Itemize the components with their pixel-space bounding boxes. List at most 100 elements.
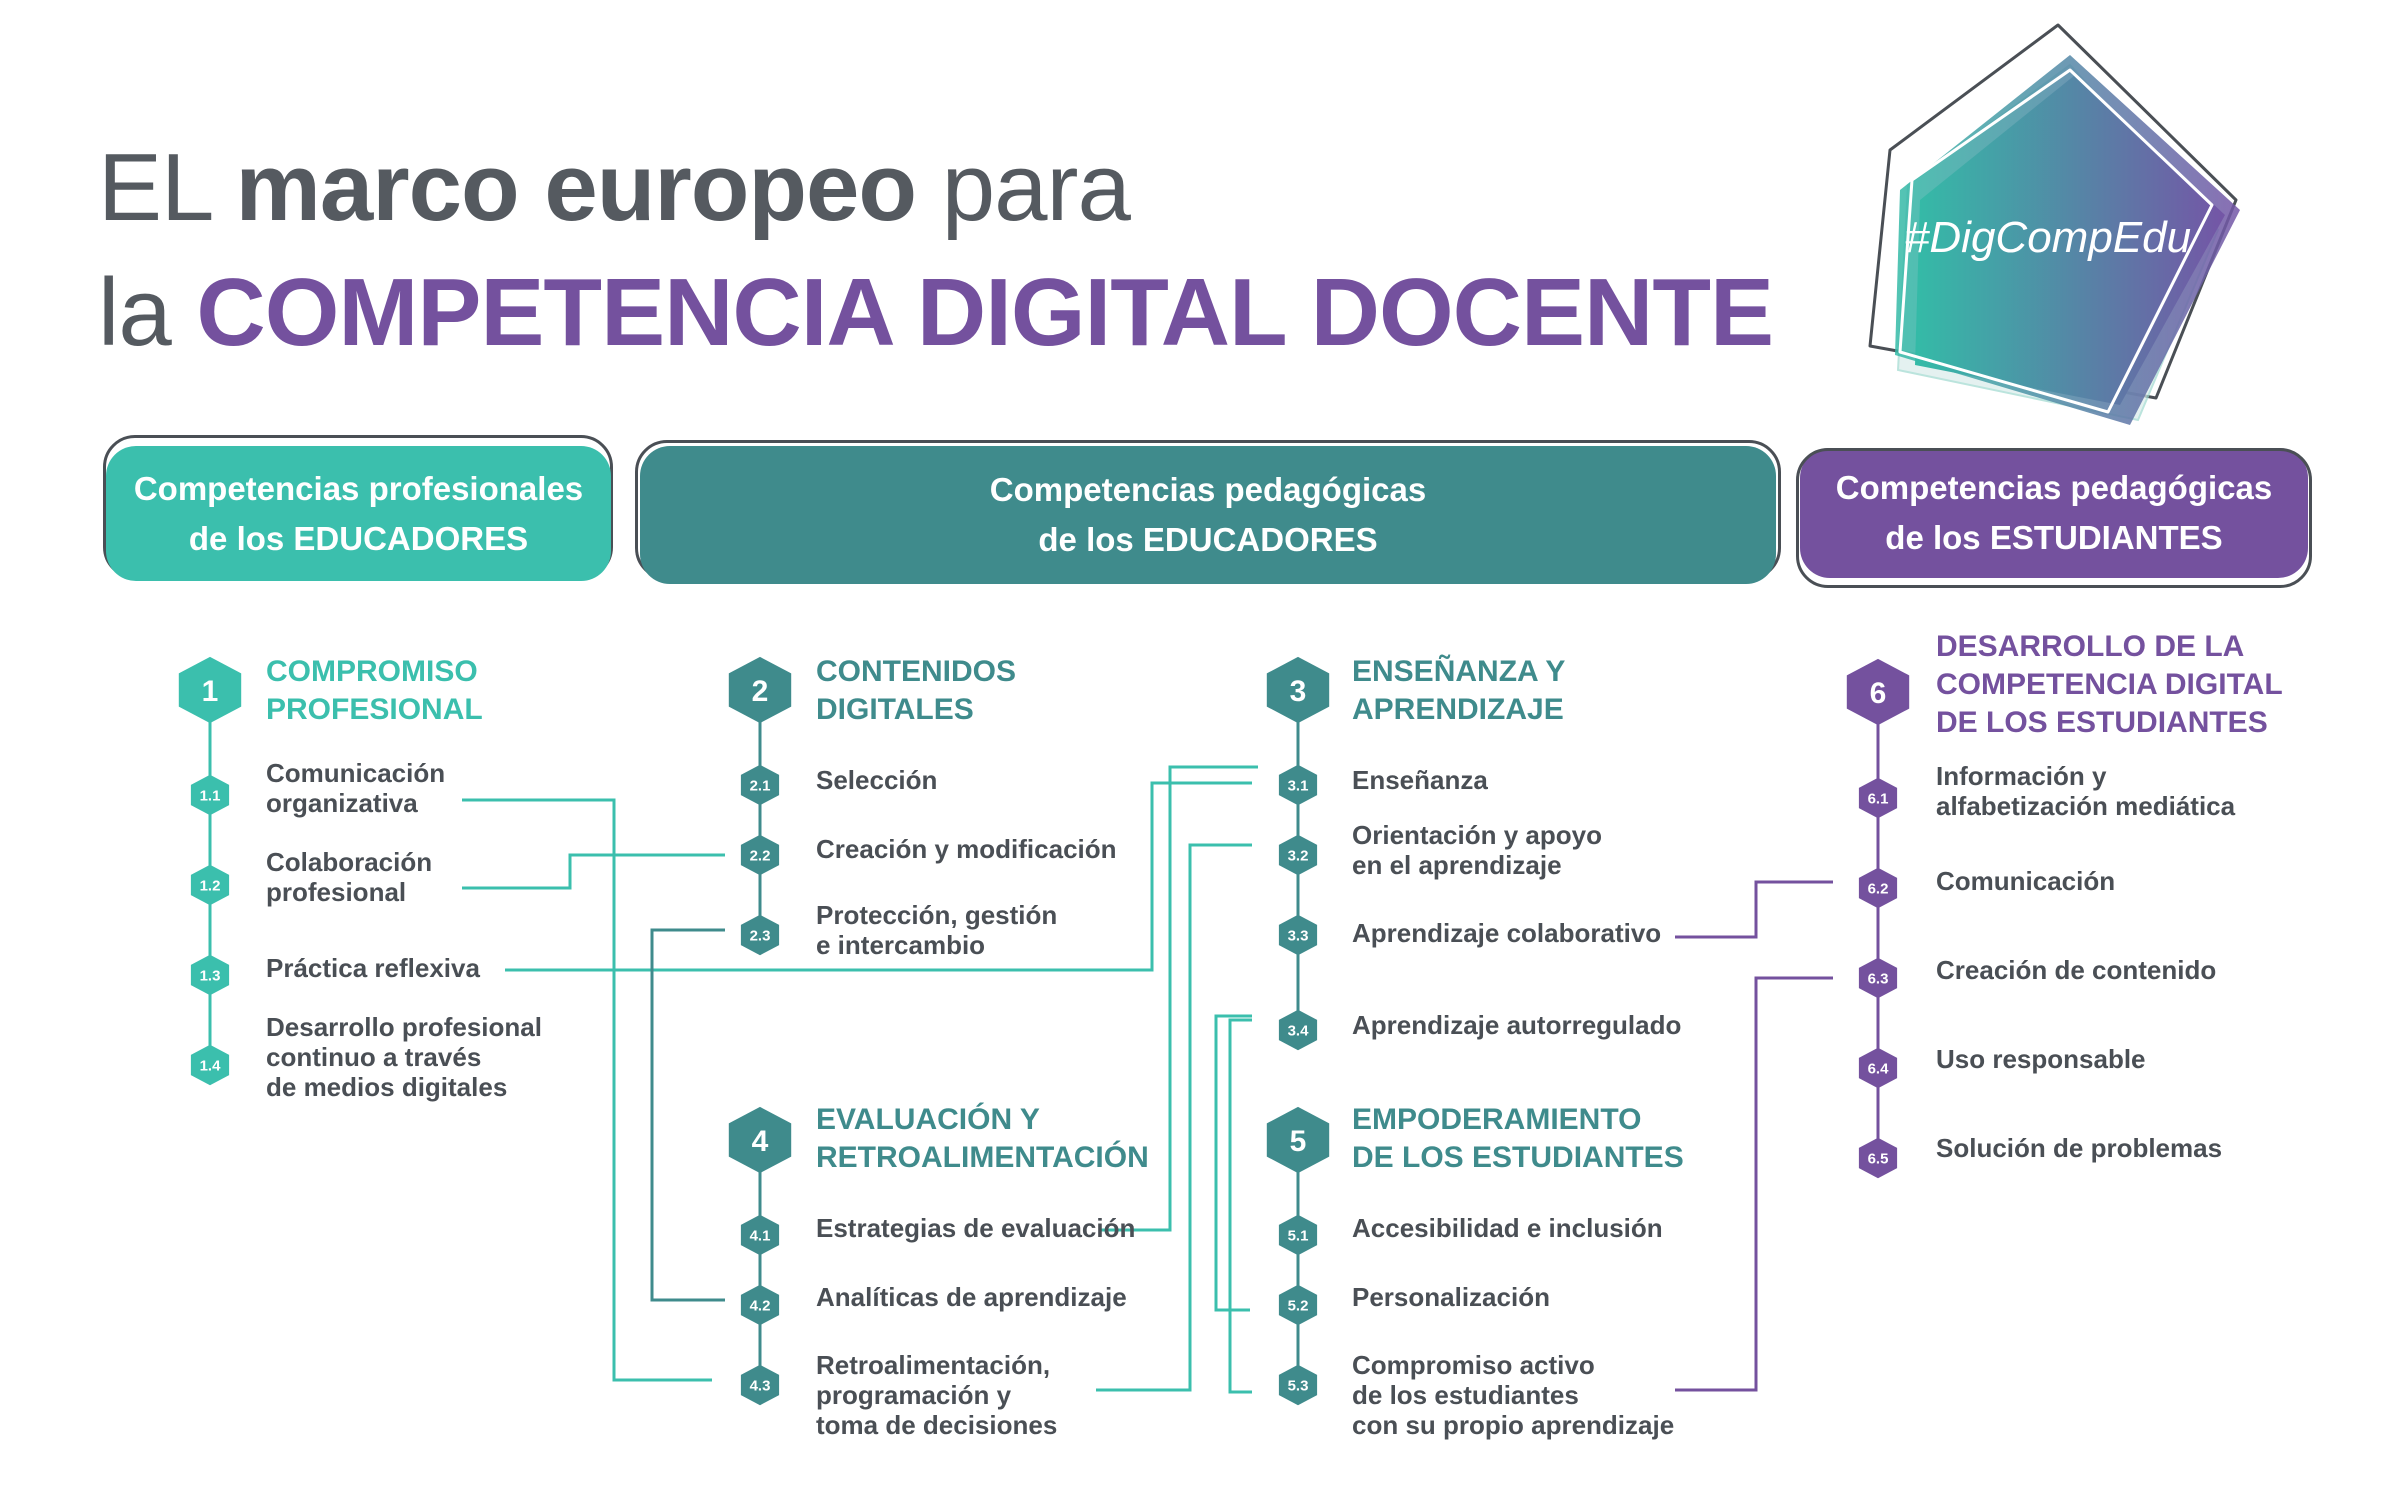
badge-3-2-label: 3.2 (1288, 847, 1309, 864)
badge-5-3: 5.3 (1278, 1364, 1318, 1406)
badge-2-3: 2.3 (740, 914, 780, 956)
badge-6-3-label: 6.3 (1868, 970, 1889, 987)
badge-3-2-shape (1278, 834, 1318, 876)
badge-1-1: 1.1 (190, 774, 230, 816)
badge-2-1-shape (740, 764, 780, 806)
header-back-outline-3 (1796, 448, 2312, 588)
badge-4-1-label: 4.1 (750, 1227, 771, 1244)
badge-area-5: 5 (1266, 1106, 1330, 1174)
item-3-4: Aprendizaje autorregulado (1352, 1010, 1682, 1040)
badge-1-2: 1.2 (190, 864, 230, 906)
item-6-2: Comunicación (1936, 866, 2116, 896)
badge-3-1-label: 3.1 (1288, 777, 1309, 794)
badge-4-2-label: 4.2 (750, 1297, 771, 1314)
badge-2-2: 2.2 (740, 834, 780, 876)
item-3-1: Enseñanza (1352, 765, 1488, 795)
badge-1-4: 1.4 (190, 1044, 230, 1086)
badge-6-2-shape (1858, 867, 1898, 909)
badge-area-3-shape (1266, 656, 1330, 724)
item-3-3: Aprendizaje colaborativo (1352, 918, 1662, 948)
badge-5-2-shape (1278, 1284, 1318, 1326)
badge-3-1-shape (1278, 764, 1318, 806)
badge-6-4-label: 6.4 (1868, 1060, 1890, 1077)
badge-area-4-shape (728, 1106, 792, 1174)
badge-6-2: 6.2 (1858, 867, 1898, 909)
badge-6-4-shape (1858, 1047, 1898, 1089)
badge-5-1: 5.1 (1278, 1214, 1318, 1256)
badge-area-2-shape (728, 656, 792, 724)
logo-text: #DigCompEdu (1905, 213, 2191, 262)
badge-5-2-label: 5.2 (1288, 1297, 1309, 1314)
badge-4-3-shape (740, 1364, 780, 1406)
badge-area-2: 2 (728, 656, 792, 724)
badge-3-3-shape (1278, 914, 1318, 956)
badge-area-4-label: 4 (752, 1125, 769, 1158)
badge-6-3-shape (1858, 957, 1898, 999)
badge-5-3-shape (1278, 1364, 1318, 1406)
badge-4-2: 4.2 (740, 1284, 780, 1326)
item-2-2: Creación y modificación (816, 834, 1117, 864)
badge-1-3: 1.3 (190, 954, 230, 996)
badge-3-4-label: 3.4 (1288, 1022, 1310, 1039)
badge-5-1-label: 5.1 (1288, 1227, 1309, 1244)
badge-1-3-label: 1.3 (200, 967, 221, 984)
badge-1-3-shape (190, 954, 230, 996)
item-4-1: Estrategias de evaluación (816, 1213, 1136, 1243)
badge-area-5-label: 5 (1290, 1125, 1307, 1158)
badge-6-5-label: 6.5 (1868, 1150, 1889, 1167)
badge-3-2: 3.2 (1278, 834, 1318, 876)
badge-4-1: 4.1 (740, 1214, 780, 1256)
badge-2-1-label: 2.1 (750, 777, 771, 794)
badge-area-5-shape (1266, 1106, 1330, 1174)
item-6-4: Uso responsable (1936, 1044, 2146, 1074)
badge-1-4-shape (190, 1044, 230, 1086)
badge-1-2-shape (190, 864, 230, 906)
badge-2-3-label: 2.3 (750, 927, 771, 944)
badge-1-1-shape (190, 774, 230, 816)
badge-5-2: 5.2 (1278, 1284, 1318, 1326)
badge-3-4: 3.4 (1278, 1009, 1318, 1051)
badge-area-2-label: 2 (752, 675, 769, 708)
pentagon-logo-icon (1868, 23, 2240, 425)
badge-area-1: 1 (178, 656, 242, 724)
badge-4-3-label: 4.3 (750, 1377, 771, 1394)
badge-6-1-label: 6.1 (1868, 790, 1889, 807)
badge-6-5: 6.5 (1858, 1137, 1898, 1179)
badge-1-2-label: 1.2 (200, 877, 221, 894)
badge-2-1: 2.1 (740, 764, 780, 806)
badge-area-6-shape (1846, 658, 1910, 726)
badge-area-1-label: 1 (202, 675, 219, 708)
badge-area-4: 4 (728, 1106, 792, 1174)
item-6-5: Solución de problemas (1936, 1133, 2223, 1163)
badge-1-1-label: 1.1 (200, 787, 221, 804)
item-5-1: Accesibilidad e inclusión (1352, 1213, 1663, 1243)
item-1-3: Práctica reflexiva (266, 953, 480, 983)
badge-area-6-label: 6 (1870, 677, 1887, 710)
item-4-2: Analíticas de aprendizaje (816, 1282, 1127, 1312)
badge-4-1-shape (740, 1214, 780, 1256)
badge-5-1-shape (1278, 1214, 1318, 1256)
badge-5-3-label: 5.3 (1288, 1377, 1309, 1394)
item-2-1: Selección (816, 765, 938, 795)
badge-1-4-label: 1.4 (200, 1057, 222, 1074)
badge-6-3: 6.3 (1858, 957, 1898, 999)
badge-6-1-shape (1858, 777, 1898, 819)
badge-2-3-shape (740, 914, 780, 956)
